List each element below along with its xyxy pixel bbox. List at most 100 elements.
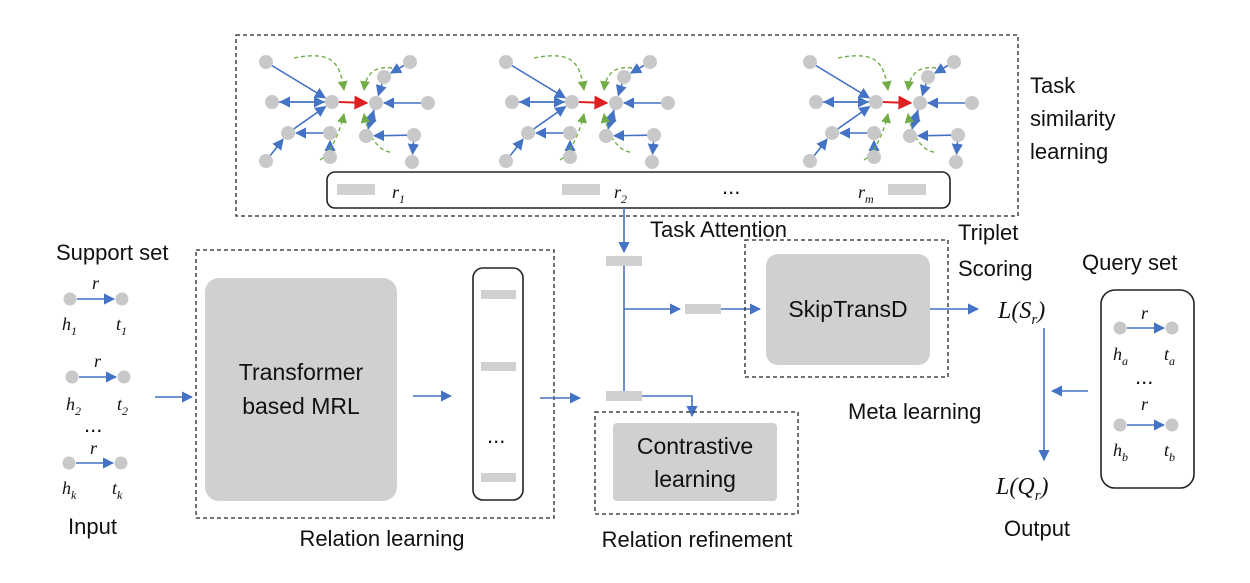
- task-attention-label: Task Attention: [650, 217, 787, 242]
- meta-learning-label: Meta learning: [848, 399, 981, 424]
- relation-refinement-frame: [594, 411, 799, 515]
- head-node: [1113, 418, 1127, 432]
- graph-node: [325, 95, 339, 109]
- tail-label: t2: [117, 394, 128, 418]
- contrastive-label-2: learning: [654, 466, 736, 492]
- graph-node: [563, 126, 577, 140]
- graph-edge: [511, 64, 567, 99]
- vector-slot-3: [481, 473, 516, 482]
- graph-edge: [629, 63, 645, 74]
- relation-label: r: [1141, 394, 1149, 414]
- attention-edge: [837, 55, 892, 91]
- graph-node: [359, 129, 373, 143]
- tail-node: [1165, 321, 1179, 335]
- graph-node: [565, 95, 579, 109]
- skiptransd-box: [766, 254, 930, 365]
- query-set-box: [1100, 289, 1195, 489]
- attention-edge: [293, 55, 348, 91]
- scoring-label: Scoring: [958, 256, 1033, 281]
- relation-block-bottom: [606, 391, 642, 401]
- input-label: Input: [68, 514, 117, 539]
- task-similarity-label-1: Task: [1030, 73, 1076, 98]
- task-similarity-label-2: similarity: [1030, 106, 1116, 131]
- graph-node: [965, 96, 979, 110]
- graph-edge: [389, 63, 405, 74]
- head-node: [65, 370, 79, 384]
- support-loss: L(Sr): [997, 298, 1045, 328]
- relation-embedding-bar: [326, 171, 951, 209]
- graph-node: [661, 96, 675, 110]
- graph-edge: [813, 138, 828, 156]
- tail-label: tb: [1164, 440, 1175, 464]
- graph-edge: [533, 105, 567, 130]
- graph-node: [563, 150, 577, 164]
- graph-node: [323, 150, 337, 164]
- graph-edge: [815, 64, 871, 99]
- graph-edge: [951, 141, 963, 156]
- graph-node: [403, 55, 417, 69]
- tail-node: [114, 456, 128, 470]
- attention-edge: [559, 113, 587, 161]
- relation-label: r: [94, 351, 102, 371]
- target-relation-edge: [338, 95, 369, 110]
- graph-edge: [916, 130, 952, 142]
- attention-edge: [600, 67, 633, 91]
- tail-node: [117, 370, 131, 384]
- head-label: h1: [62, 314, 77, 338]
- graph-node: [867, 126, 881, 140]
- relation-ellipsis: ...: [722, 174, 740, 199]
- graph-edge: [605, 109, 617, 130]
- graph-edge: [615, 83, 627, 97]
- graph-node: [499, 154, 513, 168]
- graph-node: [645, 155, 659, 169]
- tail-label: tk: [112, 478, 123, 502]
- query-triple-b: r hb tb: [1113, 394, 1179, 464]
- relation-refinement-label: Relation refinement: [602, 527, 793, 552]
- target-relation-edge: [882, 95, 913, 110]
- relation-learning-label: Relation learning: [299, 526, 464, 551]
- head-node: [1113, 321, 1127, 335]
- tail-node: [1165, 418, 1179, 432]
- graph-node: [281, 126, 295, 140]
- task-similarity-frame: [235, 34, 1019, 217]
- graph-node: [643, 55, 657, 69]
- graph-edge: [837, 105, 871, 130]
- relation-label-rm: rm: [858, 182, 874, 206]
- graph-edge: [612, 130, 648, 142]
- attention-block-top: [606, 256, 642, 266]
- graph-edge: [293, 105, 327, 130]
- graph-node: [265, 95, 279, 109]
- head-label: h2: [66, 394, 81, 418]
- tail-label: t1: [116, 314, 127, 338]
- graph-node: [505, 95, 519, 109]
- head-label: hk: [62, 478, 77, 502]
- vector-slot-2: [481, 362, 516, 371]
- graph-node: [377, 70, 391, 84]
- graph-node: [825, 126, 839, 140]
- graph-node: [903, 129, 917, 143]
- relation-vector-box: [472, 267, 524, 501]
- skiptransd-label: SkipTransD: [788, 296, 907, 322]
- graph-node: [499, 55, 513, 69]
- triplet-label: Triplet: [958, 220, 1018, 245]
- graph-edge: [933, 63, 949, 74]
- triplet-scoring-frame: [744, 239, 949, 378]
- task-similarity-label-3: learning: [1030, 139, 1108, 164]
- query-triple-a: r ha ta: [1113, 303, 1179, 368]
- head-label: hb: [1113, 440, 1128, 464]
- support-ellipsis: ...: [84, 412, 102, 437]
- attention-edge: [533, 55, 588, 91]
- head-node: [63, 292, 77, 306]
- graph-node: [405, 155, 419, 169]
- graph-edge: [407, 141, 419, 156]
- relation-block-r2: [562, 184, 600, 195]
- tail-node: [115, 292, 129, 306]
- graph-node: [647, 128, 661, 142]
- output-label: Output: [1004, 516, 1070, 541]
- attention-edge: [319, 113, 347, 161]
- relation-block-r1: [337, 184, 375, 195]
- relation-block-rm: [888, 184, 926, 195]
- graph-node: [259, 55, 273, 69]
